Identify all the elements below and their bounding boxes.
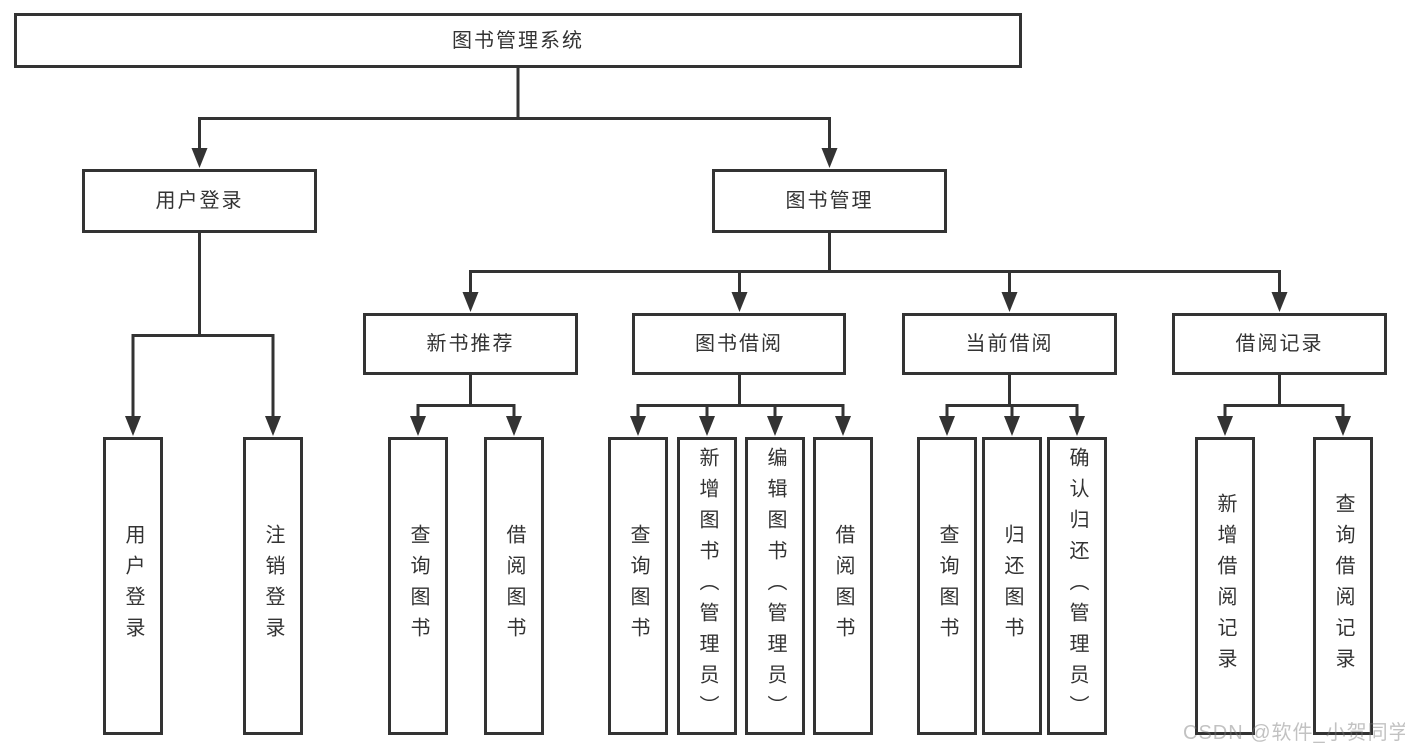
node-current-confirm-return-admin: 确认归还（管理员） — [1047, 437, 1107, 735]
node-book-management: 图书管理 — [712, 169, 947, 233]
node-current-borrowing: 当前借阅 — [902, 313, 1117, 375]
node-new-book-recommend: 新书推荐 — [363, 313, 578, 375]
node-borrow-records: 借阅记录 — [1172, 313, 1387, 375]
node-borrow-query-books: 查询图书 — [608, 437, 668, 735]
arrow-down-icon — [506, 416, 522, 436]
arrow-down-icon — [1004, 416, 1020, 436]
arrow-down-icon — [1217, 416, 1233, 436]
node-rec-borrow-books: 借阅图书 — [484, 437, 544, 735]
arrow-down-icon — [1335, 416, 1351, 436]
arrow-down-icon — [939, 416, 955, 436]
node-book-borrowing: 图书借阅 — [632, 313, 846, 375]
arrow-down-icon — [630, 416, 646, 436]
arrow-down-icon — [1069, 416, 1085, 436]
csdn-watermark: CSDN @软件_小贺同学 — [1183, 722, 1405, 744]
node-current-query-books: 查询图书 — [917, 437, 977, 735]
arrow-down-icon — [1001, 292, 1018, 312]
node-user-login: 用户登录 — [82, 169, 317, 233]
node-borrow-borrow-books: 借阅图书 — [813, 437, 873, 735]
arrow-down-icon — [410, 416, 426, 436]
arrow-down-icon — [265, 416, 281, 436]
arrow-down-icon — [1271, 292, 1288, 312]
arrow-down-icon — [699, 416, 715, 436]
node-rec-query-books: 查询图书 — [388, 437, 448, 735]
arrow-down-icon — [835, 416, 851, 436]
node-borrow-add-books-admin: 新增图书（管理员） — [677, 437, 737, 735]
node-borrow-edit-books-admin: 编辑图书（管理员） — [745, 437, 805, 735]
connector-arrowheads — [125, 148, 1351, 436]
arrow-down-icon — [462, 292, 479, 312]
arrow-down-icon — [731, 292, 748, 312]
node-record-query-borrow-record: 查询借阅记录 — [1313, 437, 1373, 735]
arrow-down-icon — [125, 416, 141, 436]
arrow-down-icon — [191, 148, 208, 168]
node-record-add-borrow-record: 新增借阅记录 — [1195, 437, 1255, 735]
node-root-system: 图书管理系统 — [14, 13, 1022, 68]
arrow-down-icon — [767, 416, 783, 436]
node-user-login-leaf: 用户登录 — [103, 437, 163, 735]
node-logout-leaf: 注销登录 — [243, 437, 303, 735]
node-current-return-books: 归还图书 — [982, 437, 1042, 735]
arrow-down-icon — [821, 148, 838, 168]
